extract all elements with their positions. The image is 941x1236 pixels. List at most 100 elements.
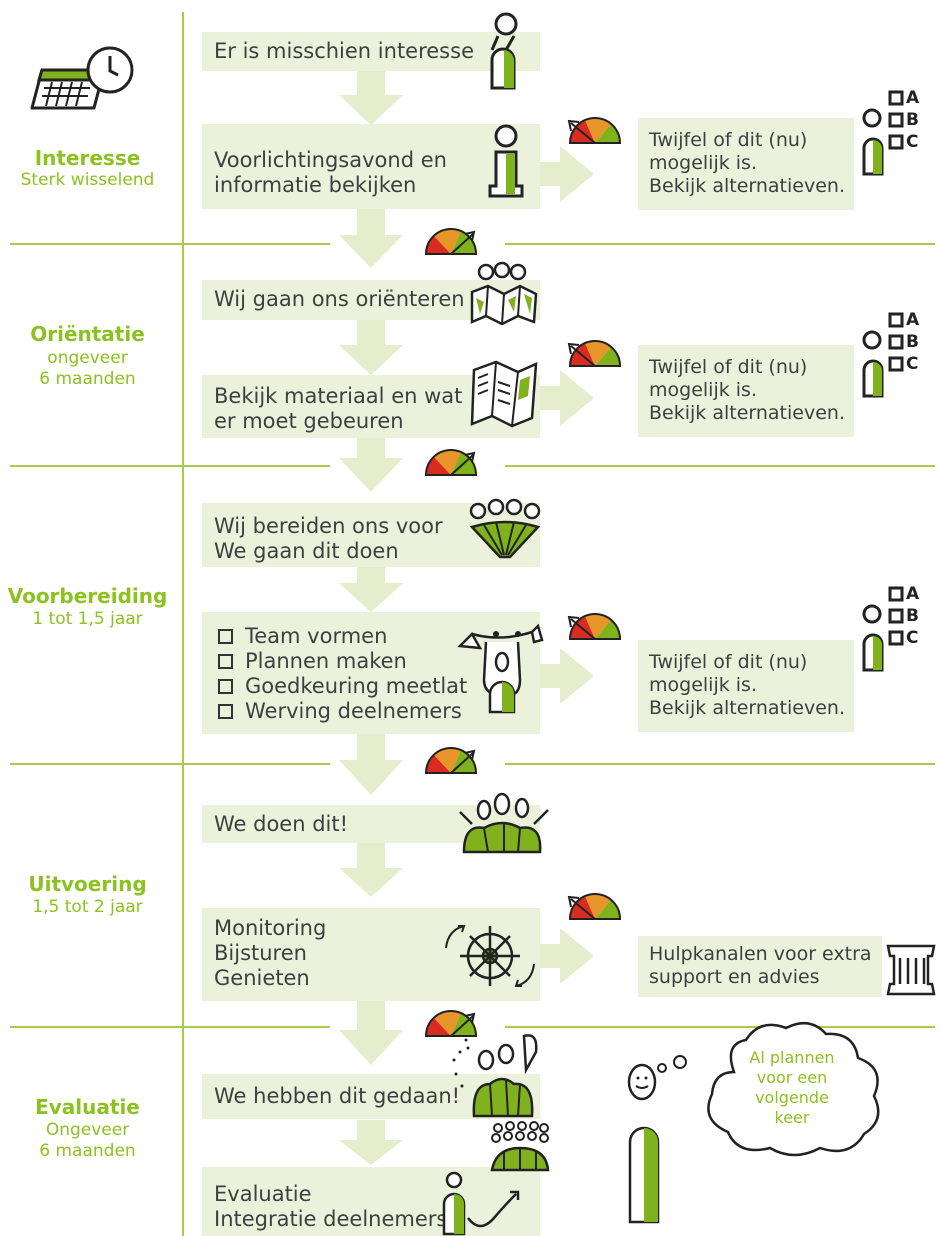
step-text: er moet gebeuren [214, 409, 404, 433]
step-text: Wij gaan ons oriënteren [214, 287, 465, 311]
doubt-text: mogelijk is. [649, 379, 757, 401]
phase-separator [505, 465, 935, 467]
phase-duration-evaluatie: 6 maanden [39, 1141, 136, 1161]
step-text: Wij bereiden ons voor [214, 514, 443, 538]
doubt-box [638, 118, 854, 210]
doubt-text: mogelijk is. [649, 674, 757, 696]
checklist-item: Team vormen [218, 624, 387, 649]
banner-person-icon [457, 623, 544, 714]
person-icon [490, 12, 518, 90]
step-text: Bekijk materiaal en wat [214, 384, 463, 408]
step-text: Bijsturen [214, 941, 307, 965]
checkbox-icon [218, 704, 233, 719]
choice-label: A [906, 584, 920, 604]
joining-person-icon [442, 1171, 520, 1236]
thought-text: volgende keer [755, 1088, 829, 1127]
phase-title-orientatie: Oriëntatie [30, 322, 145, 346]
choice-person-icon [862, 312, 904, 398]
choice-label: C [906, 132, 919, 152]
doubt-text: Twijfel of dit (nu) [649, 129, 808, 151]
step-text: Evaluatie [214, 1182, 312, 1206]
doubt-text: Twijfel of dit (nu) [649, 651, 808, 673]
phase-duration-uitvoering: 1,5 tot 2 jaar [32, 897, 143, 917]
choice-person-icon [862, 90, 904, 176]
choice-person-icon [862, 586, 904, 672]
gauge-icon [424, 228, 478, 255]
phase-title-uitvoering: Uitvoering [28, 872, 147, 896]
phase-separator [505, 1026, 935, 1028]
step-text: We hebben dit gedaan! [214, 1084, 461, 1108]
phase-duration-interesse: Sterk wisselend [20, 170, 155, 190]
team-icon [469, 498, 541, 559]
doubt-text: Twijfel of dit (nu) [649, 356, 808, 378]
phase-separator [10, 763, 330, 765]
help-text: Hulpkanalen voor extra [649, 943, 872, 965]
support-building-icon [886, 944, 936, 996]
choice-label: B [906, 110, 919, 130]
step-text: We gaan dit doen [214, 539, 399, 563]
thought-text: Al plannen [749, 1048, 835, 1067]
phase-separator [505, 763, 935, 765]
gauge-icon [424, 747, 478, 774]
checklist-item: Werving deelnemers [218, 699, 462, 724]
step-text: We doen dit! [214, 812, 349, 836]
choice-label: A [906, 88, 920, 108]
phase-duration-evaluatie: Ongeveer [45, 1120, 130, 1140]
gauge-icon [424, 449, 478, 476]
checkbox-icon [218, 679, 233, 694]
choice-label: B [906, 332, 919, 352]
help-text: support en advies [649, 966, 820, 988]
calendar-clock-icon [30, 46, 134, 110]
thought-text: voor een [756, 1068, 828, 1087]
step-text: Er is misschien interesse [214, 39, 474, 63]
phase-title-voorbereiding: Voorbereiding [7, 584, 168, 608]
choice-label: C [906, 628, 919, 648]
step-text: Monitoring [214, 916, 327, 940]
doubt-box [638, 640, 854, 732]
phase-duration-voorbereiding: 1 tot 1,5 jaar [32, 609, 143, 629]
gauge-icon [567, 613, 622, 640]
phase-separator [10, 465, 330, 467]
phase-title-interesse: Interesse [34, 146, 141, 170]
gauge-icon [567, 340, 622, 367]
choice-label: C [906, 354, 919, 374]
gauge-icon [424, 1010, 478, 1037]
vertical-divider [182, 12, 184, 1236]
phase-duration-orientatie: 6 maanden [39, 369, 136, 389]
doubt-text: Bekijk alternatieven. [649, 402, 845, 424]
help-box [638, 936, 882, 997]
step-text: informatie bekijken [214, 173, 417, 197]
checklist-item: Plannen maken [218, 649, 407, 674]
gauge-icon [567, 893, 622, 920]
choice-label: A [906, 310, 920, 330]
step-text: Genieten [214, 966, 310, 990]
doubt-text: Bekijk alternatieven. [649, 175, 845, 197]
doubt-box [638, 345, 854, 437]
choice-label: B [906, 606, 919, 626]
doubt-text: Bekijk alternatieven. [649, 697, 845, 719]
phase-separator [10, 243, 330, 245]
thinking-person-icon [627, 1055, 687, 1224]
gauge-icon [567, 117, 622, 144]
checkbox-icon [218, 629, 233, 644]
phase-separator [10, 1026, 330, 1028]
crowd-icon [490, 1121, 550, 1172]
step-text: Integratie deelnemers [214, 1207, 448, 1231]
info-icon [488, 124, 524, 198]
checklist-item: Goedkeuring meetlat [218, 674, 467, 699]
celebrating-group-icon [459, 792, 549, 854]
step-box [202, 124, 540, 209]
group-icon [470, 261, 538, 326]
step-text: Voorlichtingsavond en [214, 148, 447, 172]
phase-title-evaluatie: Evaluatie [35, 1095, 140, 1119]
celebration-icon [452, 1034, 538, 1118]
phase-duration-orientatie: ongeveer [47, 348, 128, 368]
step-box [202, 32, 540, 71]
thought-cloud-icon [707, 1021, 880, 1157]
doubt-text: mogelijk is. [649, 152, 757, 174]
phase-separator [505, 243, 935, 245]
checkbox-icon [218, 654, 233, 669]
map-icon [470, 360, 538, 428]
steering-wheel-icon [445, 925, 535, 987]
